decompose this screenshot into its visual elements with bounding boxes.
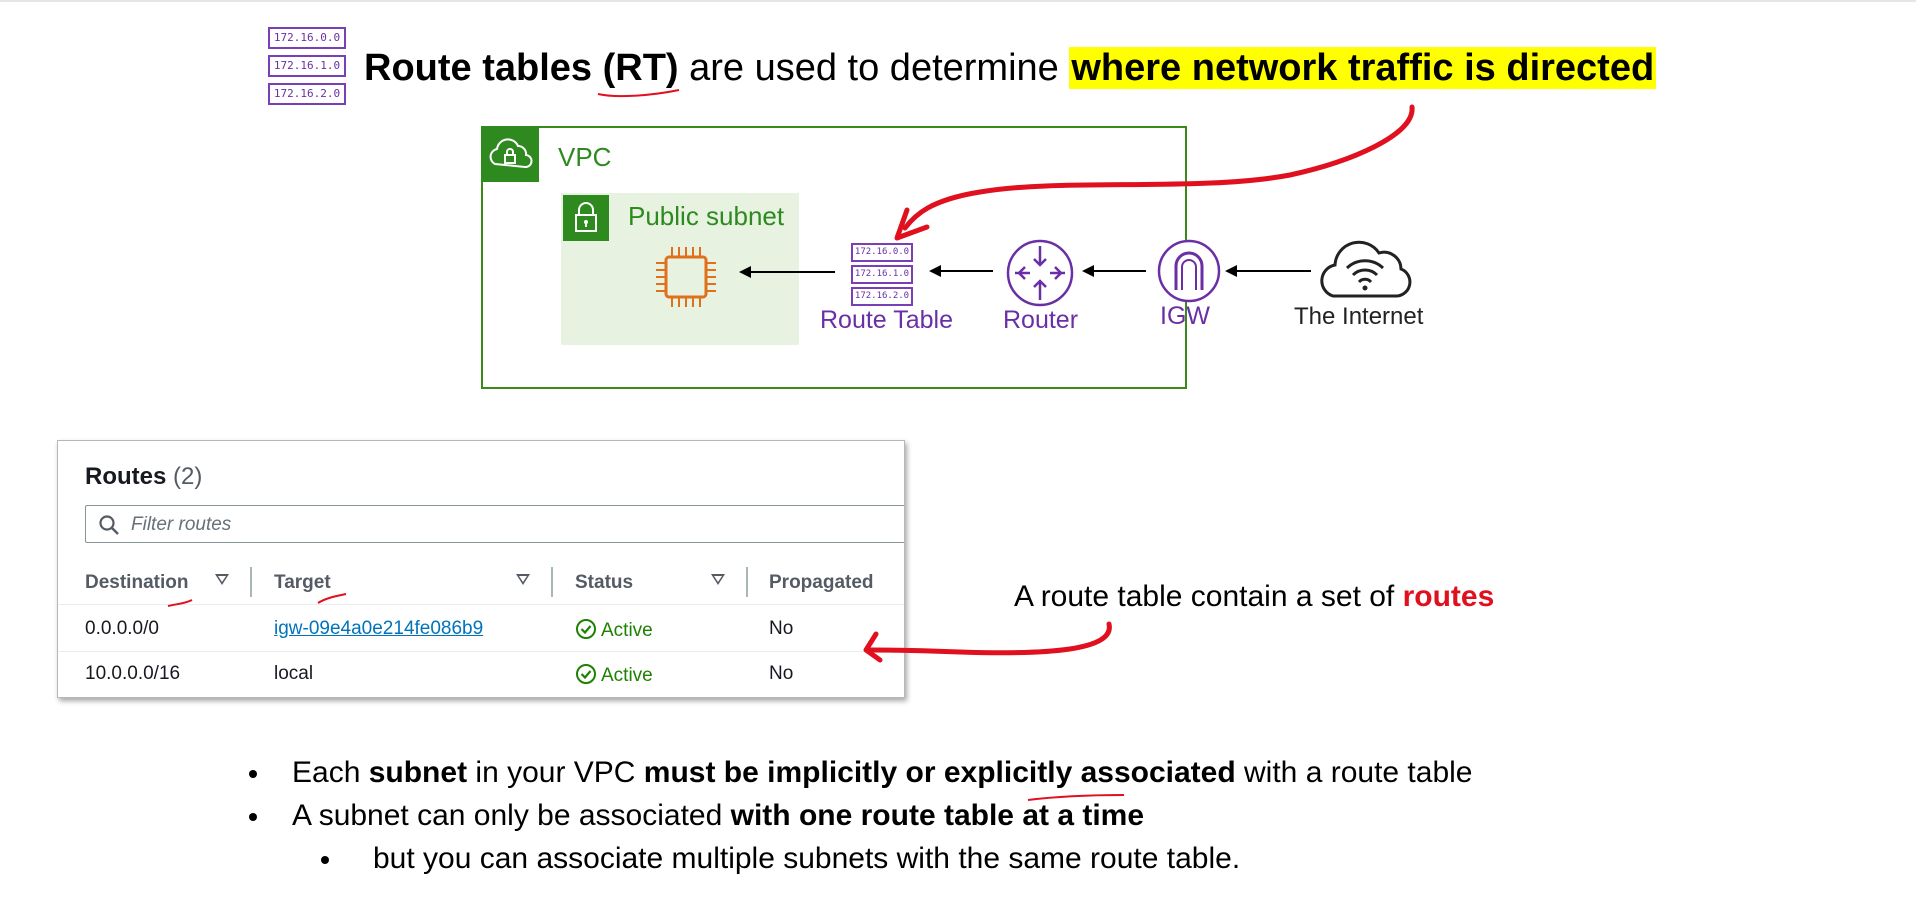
routes-heading: Routes xyxy=(85,463,167,490)
row2-target: local xyxy=(274,663,314,684)
bullet-dot xyxy=(321,856,329,864)
routes-title: Routes (2) xyxy=(85,463,202,491)
bullet-1-text: with a route table xyxy=(1235,756,1473,789)
route-table-row: 172.16.0.0 xyxy=(851,243,913,262)
bullet-1-bold: subnet xyxy=(368,756,468,789)
top-divider xyxy=(0,0,1916,2)
column-target[interactable]: Target xyxy=(274,572,331,593)
internet-cloud-icon xyxy=(1315,232,1415,307)
subnet-lock-icon xyxy=(563,195,609,241)
routes-caption: A route table contain a set of routes xyxy=(1014,580,1494,614)
sort-target-icon[interactable] xyxy=(516,574,530,585)
bullet-1-text: Each xyxy=(292,756,369,789)
caption-highlight: routes xyxy=(1402,580,1495,613)
route-table-row: 172.16.0.0 xyxy=(268,27,346,49)
route-table-icon: 172.16.0.0 172.16.1.0 172.16.2.0 xyxy=(268,27,346,111)
internet-label: The Internet xyxy=(1294,303,1424,330)
check-circle-icon xyxy=(576,664,596,684)
route-table-row: 172.16.1.0 xyxy=(268,55,346,77)
route-table-row: 172.16.2.0 xyxy=(851,287,913,306)
route-table-icon: 172.16.0.0 172.16.1.0 172.16.2.0 xyxy=(851,243,913,309)
row-divider xyxy=(58,604,904,605)
routes-count: (2) xyxy=(173,463,203,490)
slide-title: Route tables (RT) are used to determine … xyxy=(364,42,1657,94)
row2-status-text: Active xyxy=(601,665,653,686)
row-divider xyxy=(58,651,904,652)
column-status[interactable]: Status xyxy=(575,572,634,593)
row1-propagated: No xyxy=(769,618,794,639)
bullet-1-text: in your VPC xyxy=(467,756,644,789)
column-destination[interactable]: Destination xyxy=(85,572,189,593)
row1-status: Active xyxy=(575,618,653,642)
column-divider xyxy=(551,567,553,597)
caption-text: A route table contain a set of xyxy=(1014,580,1403,613)
bullet-1: Each subnet in your VPC must be implicit… xyxy=(292,756,1472,790)
row1-target-link[interactable]: igw-09e4a0e214fe086b9 xyxy=(274,618,484,639)
filter-routes-input[interactable]: Filter routes xyxy=(85,505,904,543)
sort-status-icon[interactable] xyxy=(711,574,725,585)
title-middle: are used to determine xyxy=(678,47,1070,89)
bullet-2-text: A subnet can only be associated xyxy=(292,799,731,832)
bullet-3-text: but you can associate multiple subnets w… xyxy=(373,842,1241,875)
subnet-label: Public subnet xyxy=(628,201,785,231)
row1-destination: 0.0.0.0/0 xyxy=(85,618,159,639)
annotation-arrow-routes xyxy=(867,621,1112,656)
bullet-3: but you can associate multiple subnets w… xyxy=(373,842,1240,876)
ec2-chip-icon xyxy=(652,243,720,316)
vpc-cloud-lock-icon xyxy=(481,126,539,182)
check-circle-icon xyxy=(576,619,596,639)
router-label: Router xyxy=(1003,306,1079,334)
filter-placeholder: Filter routes xyxy=(131,514,232,535)
row1-status-text: Active xyxy=(601,620,653,641)
search-icon xyxy=(99,515,119,535)
igw-label: IGW xyxy=(1160,302,1210,330)
column-propagated[interactable]: Propagated xyxy=(769,572,874,593)
route-table-row: 172.16.2.0 xyxy=(268,83,346,105)
column-divider xyxy=(250,567,252,597)
route-table-label: Route Table xyxy=(820,306,953,334)
row2-status: Active xyxy=(575,663,653,687)
bullet-dot xyxy=(249,813,257,821)
title-term: Route tables (RT) xyxy=(364,47,679,89)
sort-destination-icon[interactable] xyxy=(215,574,229,585)
title-highlight: where network traffic is directed xyxy=(1069,47,1657,89)
routes-panel: Routes (2) Filter routes Destination Tar… xyxy=(57,440,905,698)
router-icon xyxy=(1005,238,1075,313)
bullet-2: A subnet can only be associated with one… xyxy=(292,799,1144,833)
bullet-dot xyxy=(249,770,257,778)
bullet-1-bold: must be implicitly or explicitly associa… xyxy=(643,756,1236,789)
vpc-label: VPC xyxy=(558,142,612,172)
route-table-row: 172.16.1.0 xyxy=(851,265,913,284)
row2-propagated: No xyxy=(769,663,794,684)
column-divider xyxy=(746,567,748,597)
bullet-2-bold: with one route table at a time xyxy=(730,799,1145,832)
row2-destination: 10.0.0.0/16 xyxy=(85,663,181,684)
igw-icon xyxy=(1156,238,1222,309)
